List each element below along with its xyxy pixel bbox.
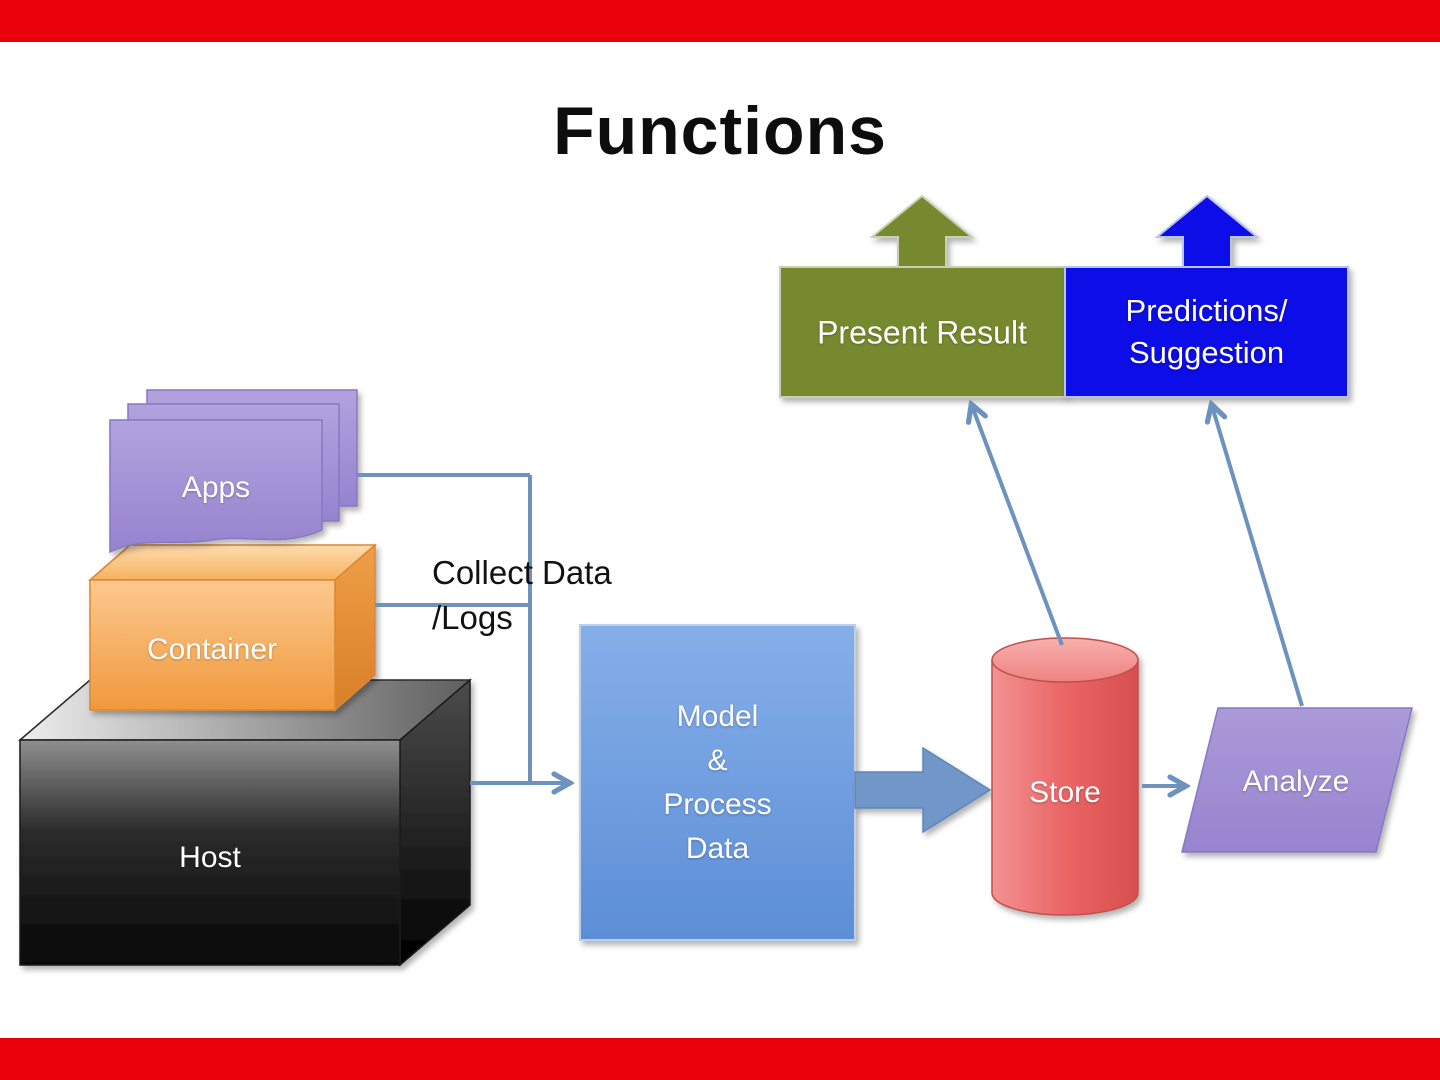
container-box <box>88 543 377 712</box>
collect-data-label: Collect Data /Logs <box>432 550 612 640</box>
store-cylinder-body <box>991 659 1139 916</box>
analyze-label: Analyze <box>1242 765 1350 798</box>
predictions-line1: Predictions/ <box>1125 293 1288 328</box>
predictions-box <box>1064 266 1349 398</box>
model-process-label: Model & Process Data <box>580 625 855 940</box>
apps-label: Apps <box>181 471 251 504</box>
predictions-line2: Suggestion <box>1128 335 1285 370</box>
model-line1: Model <box>676 699 759 733</box>
apps-sheet-front <box>109 419 323 554</box>
present-result-shape <box>779 194 1066 398</box>
store-cylinder-top <box>991 637 1139 683</box>
page-title: Functions <box>553 93 887 169</box>
container-top-face <box>88 544 377 581</box>
analyze-parallelogram <box>1181 707 1413 853</box>
flow-connectors <box>972 406 1304 786</box>
predictions-label: Predictions/ Suggestion <box>1065 267 1348 397</box>
container-label: Container <box>146 633 278 666</box>
model-line2: & <box>707 743 728 777</box>
collect-data-line1: Collect Data <box>432 554 612 591</box>
store-cylinder <box>991 637 1139 916</box>
present-result-box <box>779 266 1066 398</box>
present-result-label: Present Result <box>817 314 1027 351</box>
store-label: Store <box>1029 776 1101 809</box>
host-label: Host <box>179 841 241 874</box>
apps-stack <box>109 389 358 554</box>
host-box <box>17 678 473 967</box>
model-line4: Data <box>685 831 750 865</box>
top-red-stripe <box>0 0 1440 42</box>
present-result-up-arrow-icon <box>869 194 975 268</box>
model-process-box <box>579 624 856 941</box>
predictions-up-arrow-icon <box>1154 194 1260 268</box>
analyze-to-predictions-arrow <box>1212 406 1304 707</box>
collect-data-line2: /Logs <box>432 599 513 636</box>
collect-connectors <box>357 473 568 783</box>
host-front-face <box>19 739 401 966</box>
container-front-face <box>89 579 336 711</box>
bottom-red-stripe <box>0 1038 1440 1080</box>
model-line3: Process <box>663 787 772 821</box>
model-to-store-block-arrow <box>854 746 992 834</box>
store-to-present-arrow <box>972 406 1064 646</box>
predictions-shape <box>1064 194 1349 398</box>
